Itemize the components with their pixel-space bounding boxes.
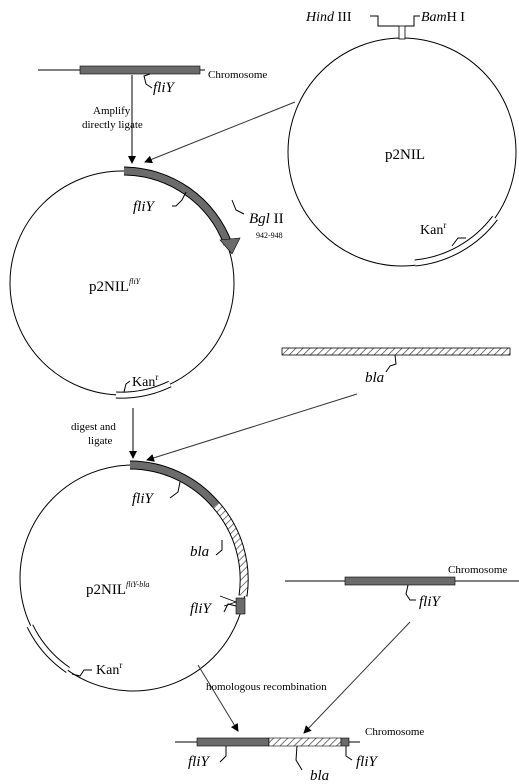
kanr-pointer-3 — [71, 669, 92, 677]
digest-label-1: digest and — [71, 421, 116, 433]
bamhi-label: BamH I — [421, 10, 465, 25]
fliy-pointer-6 — [219, 746, 227, 763]
fliy-gene-bar — [79, 65, 201, 75]
kanr-band-2 — [115, 381, 172, 398]
fliy-label-6: fliY — [188, 754, 211, 770]
plasmid-p2nil: Hind III BamH I p2NIL Kanr — [287, 10, 517, 267]
fliy-label-5: fliY — [419, 594, 442, 610]
kanr-band-3 — [27, 624, 70, 673]
bla-bar — [281, 347, 511, 356]
plasmid-p2nil-fliy-bla: fliY bla p2NILfliY-bla fliY Kanr — [19, 460, 249, 692]
bla-arc — [213, 502, 248, 597]
fliy-pointer-2 — [172, 191, 187, 207]
fliy-label-2: fliY — [133, 199, 156, 215]
homologous-label: homologous recombination — [206, 681, 327, 693]
chromosome-label: Chromosome — [208, 69, 267, 81]
kanr-band — [414, 216, 497, 266]
fliy-gene-bar-right — [340, 737, 350, 747]
kanr-label: Kanr — [420, 220, 446, 238]
fliy-arc — [123, 167, 232, 246]
bla-bar-3 — [268, 737, 342, 747]
bla-fragment: bla — [281, 347, 511, 386]
bla-pointer — [385, 354, 397, 373]
fliy-arc-3 — [129, 461, 219, 508]
fliy-label-7: fliY — [356, 754, 379, 770]
hindiii-pointer — [370, 15, 399, 27]
bla-insert-arrow — [146, 393, 358, 462]
fliy-pointer — [143, 73, 153, 89]
mcs-marker — [398, 25, 406, 40]
bglii-pointer — [231, 199, 245, 215]
fliy-gene-bar-2 — [344, 576, 456, 586]
bla-pointer-2 — [215, 540, 223, 556]
recombination-arrow-left — [197, 664, 239, 732]
bamhi-pointer — [405, 15, 420, 27]
kanr-pointer-2 — [123, 380, 131, 393]
fliy-fragment-box — [235, 597, 246, 615]
bglii-label: Bgl II — [249, 211, 284, 227]
hindiii-label: Hind III — [305, 10, 352, 25]
fliy-gene-bar-left — [196, 737, 270, 747]
fliy-arrowhead — [219, 237, 241, 255]
fliy-pointer-5 — [405, 584, 416, 601]
fliy-label-4: fliY — [190, 601, 213, 617]
fliy-pointer-4 — [223, 603, 237, 613]
chromosome-bottom: Chromosome fliY bla fliY — [175, 726, 424, 784]
kanr-label-3: Kanr — [96, 660, 122, 678]
p2nil-fliy-bla-label: p2NILfliY-bla — [86, 580, 149, 598]
plasmid-p2nil-fliy: fliY Bgl II 942-948 p2NILfliY Kanr — [9, 166, 284, 399]
amplify-label-2: directly ligate — [82, 119, 143, 131]
chromosome-middle: fliY Chromosome — [285, 564, 519, 610]
bla-label: bla — [365, 370, 384, 386]
kanr-label-2: Kanr — [132, 372, 158, 390]
p2nil-fliy-label: p2NILfliY — [89, 277, 142, 295]
kanr-pointer — [451, 237, 466, 247]
p2nil-label: p2NIL — [385, 147, 425, 163]
chromosome-label-3: Chromosome — [365, 726, 424, 738]
recombination-arrow-right — [303, 621, 411, 734]
bla-pointer-3 — [295, 745, 303, 771]
fliy-label-3: fliY — [132, 491, 155, 507]
fliy-pointer-7 — [345, 746, 353, 761]
chromosome-top: fliY Chromosome — [38, 65, 267, 96]
digest-label-2: ligate — [88, 435, 113, 447]
bla-label-2: bla — [190, 544, 209, 560]
bla-label-3: bla — [310, 768, 329, 784]
amplify-label-1: Amplify — [93, 105, 131, 117]
bglii-position: 942-948 — [256, 231, 283, 240]
fliy-label: fliY — [153, 80, 176, 96]
fliy-pointer-3 — [169, 481, 181, 499]
ligate-arrow — [144, 101, 296, 164]
chromosome-label-2: Chromosome — [448, 564, 507, 576]
